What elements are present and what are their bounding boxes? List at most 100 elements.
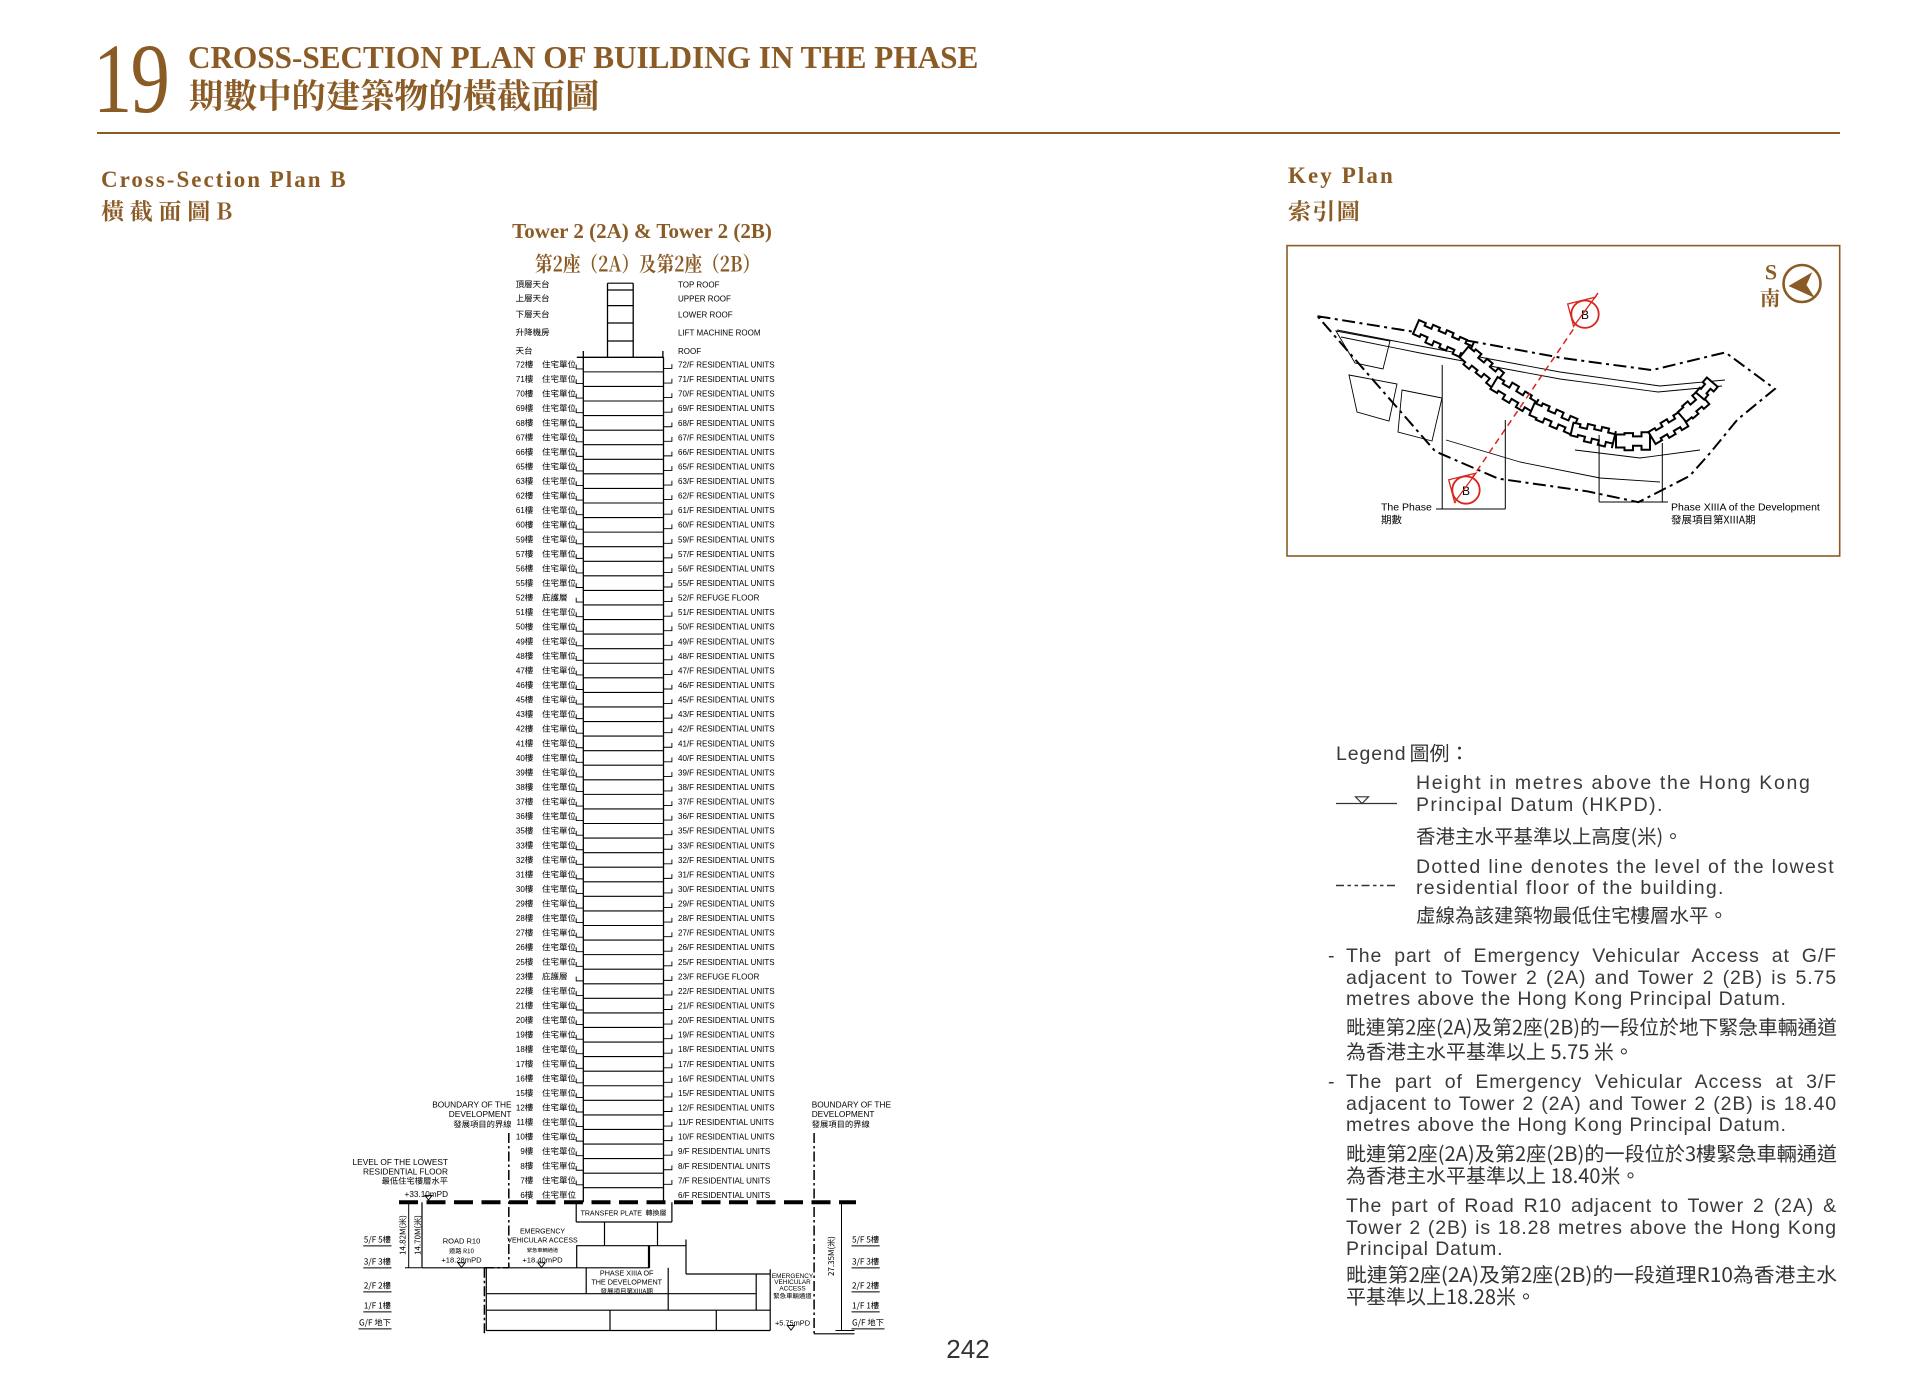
svg-text:VEHICULAR: VEHICULAR <box>774 1279 811 1286</box>
svg-text:32/F RESIDENTIAL UNITS: 32/F RESIDENTIAL UNITS <box>678 856 775 865</box>
svg-text:+18.40mPD: +18.40mPD <box>522 1256 563 1265</box>
svg-text:31: 31 <box>516 870 525 879</box>
svg-text:41/F RESIDENTIAL UNITS: 41/F RESIDENTIAL UNITS <box>678 739 775 748</box>
svg-text:40: 40 <box>516 754 525 763</box>
svg-text:S: S <box>1765 260 1777 285</box>
svg-text:39/F RESIDENTIAL UNITS: 39/F RESIDENTIAL UNITS <box>678 768 775 777</box>
svg-text:11: 11 <box>516 1118 525 1127</box>
svg-text:55: 55 <box>516 579 525 588</box>
svg-text:66: 66 <box>516 448 525 457</box>
svg-text:27: 27 <box>516 929 525 938</box>
svg-text:68/F RESIDENTIAL UNITS: 68/F RESIDENTIAL UNITS <box>678 419 775 428</box>
svg-text:31/F RESIDENTIAL UNITS: 31/F RESIDENTIAL UNITS <box>678 870 775 879</box>
svg-text:21: 21 <box>516 1002 525 1011</box>
svg-text:22/F RESIDENTIAL UNITS: 22/F RESIDENTIAL UNITS <box>678 987 775 996</box>
svg-text:20/F RESIDENTIAL UNITS: 20/F RESIDENTIAL UNITS <box>678 1016 775 1025</box>
svg-text:33/F RESIDENTIAL UNITS: 33/F RESIDENTIAL UNITS <box>678 841 775 850</box>
svg-text:32: 32 <box>516 856 525 865</box>
svg-text:RESIDENTIAL FLOOR: RESIDENTIAL FLOOR <box>363 1166 448 1176</box>
svg-text:7: 7 <box>520 1176 525 1185</box>
svg-text:56: 56 <box>516 564 525 573</box>
svg-text:6/F RESIDENTIAL UNITS: 6/F RESIDENTIAL UNITS <box>678 1191 770 1200</box>
svg-text:72/F RESIDENTIAL UNITS: 72/F RESIDENTIAL UNITS <box>678 360 775 369</box>
svg-text:26: 26 <box>516 943 525 952</box>
svg-text:48: 48 <box>516 652 525 661</box>
svg-text:22: 22 <box>516 987 525 996</box>
svg-text:46: 46 <box>516 681 525 690</box>
svg-text:9: 9 <box>520 1147 525 1156</box>
svg-text:15: 15 <box>516 1089 525 1098</box>
svg-text:69/F RESIDENTIAL UNITS: 69/F RESIDENTIAL UNITS <box>678 404 775 413</box>
svg-text:68: 68 <box>516 419 525 428</box>
svg-text:41: 41 <box>516 739 525 748</box>
svg-text:16/F RESIDENTIAL UNITS: 16/F RESIDENTIAL UNITS <box>678 1074 775 1083</box>
svg-text:23/F REFUGE FLOOR: 23/F REFUGE FLOOR <box>678 972 760 981</box>
svg-text:72: 72 <box>516 360 525 369</box>
svg-text:ROOF: ROOF <box>678 347 701 356</box>
svg-text:43: 43 <box>516 710 525 719</box>
svg-text:30: 30 <box>516 885 525 894</box>
svg-text:19/F RESIDENTIAL UNITS: 19/F RESIDENTIAL UNITS <box>678 1031 775 1040</box>
svg-text:LOWER ROOF: LOWER ROOF <box>678 310 733 319</box>
svg-text:49/F RESIDENTIAL UNITS: 49/F RESIDENTIAL UNITS <box>678 637 775 646</box>
svg-text:10: 10 <box>516 1133 525 1142</box>
svg-text:55/F RESIDENTIAL UNITS: 55/F RESIDENTIAL UNITS <box>678 579 775 588</box>
svg-text:47/F RESIDENTIAL UNITS: 47/F RESIDENTIAL UNITS <box>678 666 775 675</box>
svg-text:DEVELOPMENT: DEVELOPMENT <box>449 1109 512 1119</box>
svg-text:25/F RESIDENTIAL UNITS: 25/F RESIDENTIAL UNITS <box>678 958 775 967</box>
svg-text:29/F RESIDENTIAL UNITS: 29/F RESIDENTIAL UNITS <box>678 900 775 909</box>
svg-text:VEHICULAR ACCESS: VEHICULAR ACCESS <box>507 1237 578 1244</box>
svg-text:10/F RESIDENTIAL UNITS: 10/F RESIDENTIAL UNITS <box>678 1133 775 1142</box>
svg-text:52: 52 <box>516 594 525 603</box>
svg-text:71/F RESIDENTIAL UNITS: 71/F RESIDENTIAL UNITS <box>678 375 775 384</box>
svg-text:62/F RESIDENTIAL UNITS: 62/F RESIDENTIAL UNITS <box>678 492 775 501</box>
svg-text:15/F RESIDENTIAL UNITS: 15/F RESIDENTIAL UNITS <box>678 1089 775 1098</box>
svg-text:61/F RESIDENTIAL UNITS: 61/F RESIDENTIAL UNITS <box>678 506 775 515</box>
svg-text:63/F RESIDENTIAL UNITS: 63/F RESIDENTIAL UNITS <box>678 477 775 486</box>
svg-text:11/F RESIDENTIAL UNITS: 11/F RESIDENTIAL UNITS <box>678 1118 774 1127</box>
svg-text:EMERGENCY: EMERGENCY <box>520 1228 565 1235</box>
svg-text:33: 33 <box>516 841 525 850</box>
svg-text:63: 63 <box>516 477 525 486</box>
svg-text:52/F REFUGE FLOOR: 52/F REFUGE FLOOR <box>678 594 760 603</box>
svg-text:Phase XIIIA of the Development: Phase XIIIA of the Development <box>1671 502 1820 514</box>
svg-text:17/F RESIDENTIAL UNITS: 17/F RESIDENTIAL UNITS <box>678 1060 775 1069</box>
svg-text:49: 49 <box>516 637 525 646</box>
svg-text:37: 37 <box>516 798 525 807</box>
svg-text:45/F RESIDENTIAL UNITS: 45/F RESIDENTIAL UNITS <box>678 696 775 705</box>
svg-text:DEVELOPMENT: DEVELOPMENT <box>812 1109 875 1119</box>
svg-text:28: 28 <box>516 914 525 923</box>
svg-text:The Phase: The Phase <box>1381 502 1432 514</box>
svg-text:47: 47 <box>516 666 525 675</box>
svg-text:70: 70 <box>516 390 525 399</box>
svg-text:ROAD R10: ROAD R10 <box>443 1236 481 1245</box>
svg-text:PHASE XIIIA OF: PHASE XIIIA OF <box>600 1269 654 1278</box>
svg-text:BOUNDARY OF THE: BOUNDARY OF THE <box>812 1099 892 1109</box>
svg-text:37/F RESIDENTIAL UNITS: 37/F RESIDENTIAL UNITS <box>678 798 775 807</box>
svg-text:7/F RESIDENTIAL UNITS: 7/F RESIDENTIAL UNITS <box>678 1176 770 1185</box>
svg-text:42: 42 <box>516 725 525 734</box>
svg-text:40/F RESIDENTIAL UNITS: 40/F RESIDENTIAL UNITS <box>678 754 775 763</box>
svg-text:28/F RESIDENTIAL UNITS: 28/F RESIDENTIAL UNITS <box>678 914 775 923</box>
svg-text:50: 50 <box>516 623 525 632</box>
svg-text:70/F RESIDENTIAL UNITS: 70/F RESIDENTIAL UNITS <box>678 390 775 399</box>
svg-text:50/F RESIDENTIAL UNITS: 50/F RESIDENTIAL UNITS <box>678 623 775 632</box>
svg-text:8: 8 <box>520 1162 525 1171</box>
svg-text:57/F RESIDENTIAL UNITS: 57/F RESIDENTIAL UNITS <box>678 550 775 559</box>
svg-text:8/F RESIDENTIAL UNITS: 8/F RESIDENTIAL UNITS <box>678 1162 770 1171</box>
svg-text:66/F RESIDENTIAL UNITS: 66/F RESIDENTIAL UNITS <box>678 448 775 457</box>
svg-text:TRANSFER PLATE: TRANSFER PLATE <box>581 1210 643 1217</box>
svg-text:51/F RESIDENTIAL UNITS: 51/F RESIDENTIAL UNITS <box>678 608 775 617</box>
svg-text:B: B <box>1462 484 1470 498</box>
svg-text:51: 51 <box>516 608 525 617</box>
svg-text:18: 18 <box>516 1045 525 1054</box>
svg-text:20: 20 <box>516 1016 525 1025</box>
svg-text:TOP ROOF: TOP ROOF <box>678 280 720 289</box>
svg-text:67: 67 <box>516 433 525 442</box>
svg-text:48/F RESIDENTIAL UNITS: 48/F RESIDENTIAL UNITS <box>678 652 775 661</box>
svg-text:LIFT MACHINE ROOM: LIFT MACHINE ROOM <box>678 328 761 337</box>
svg-text:27/F RESIDENTIAL UNITS: 27/F RESIDENTIAL UNITS <box>678 929 775 938</box>
svg-text:12/F RESIDENTIAL UNITS: 12/F RESIDENTIAL UNITS <box>678 1104 775 1113</box>
svg-text:ACCESS: ACCESS <box>779 1286 805 1293</box>
svg-text:62: 62 <box>516 492 525 501</box>
